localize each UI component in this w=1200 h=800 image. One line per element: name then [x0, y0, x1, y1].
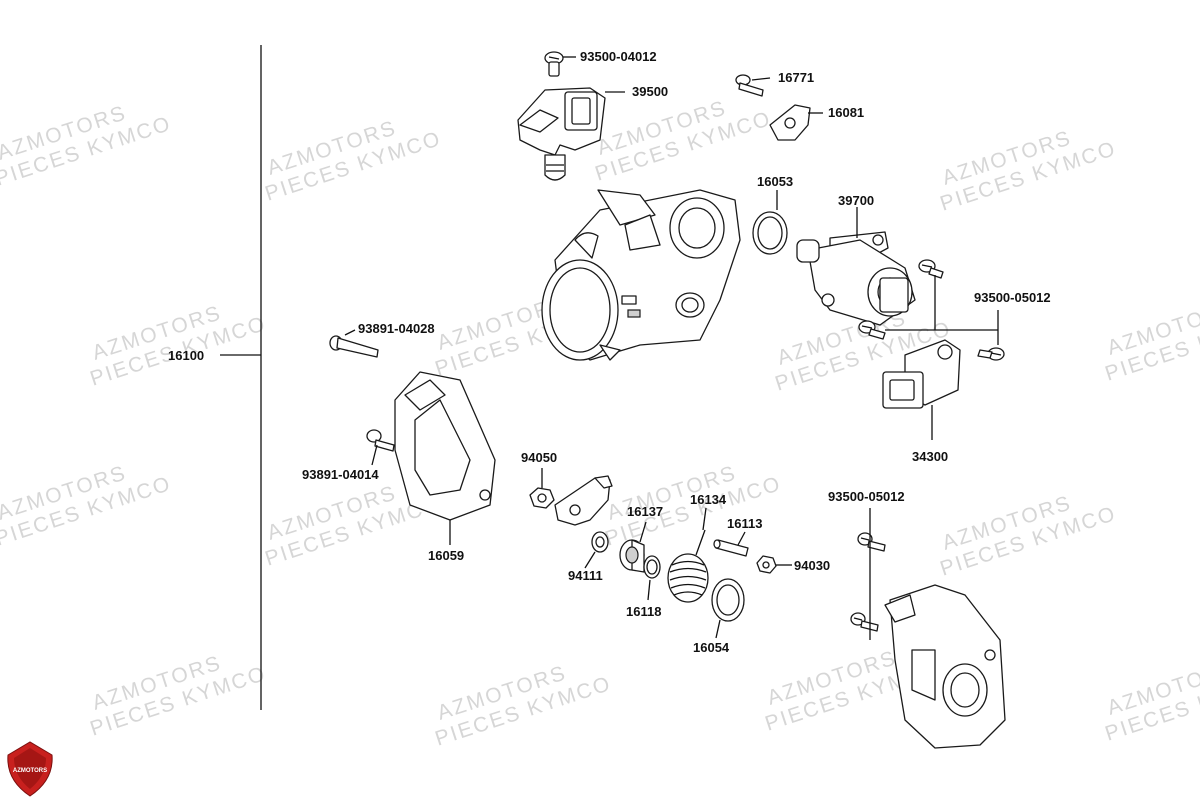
bolt-93891-04028 — [329, 335, 379, 358]
callout-93500-05012-right: 93500-05012 — [974, 290, 1051, 305]
screw-93500-05012-d — [857, 532, 886, 552]
washer-94111 — [591, 531, 609, 553]
callout-94050: 94050 — [521, 450, 557, 465]
callout-93891-04028: 93891-04028 — [358, 321, 435, 336]
o-ring-16054 — [711, 578, 745, 622]
callout-16100: 16100 — [168, 348, 204, 363]
throttle-lever-plate — [554, 475, 613, 526]
o-ring-16053 — [752, 211, 788, 255]
nut-94030 — [756, 555, 777, 574]
screw-93500-05012-b — [858, 320, 886, 340]
assembly-bracket — [220, 45, 262, 710]
bolt-93891-04014 — [366, 429, 395, 452]
map-sensor-39500 — [517, 87, 606, 181]
cover-16059 — [394, 371, 496, 521]
seal-16118 — [643, 555, 661, 579]
callout-16081: 16081 — [828, 105, 864, 120]
collar-16137 — [619, 539, 645, 573]
spring-16134 — [667, 529, 709, 603]
leader-lines — [344, 56, 999, 640]
callout-39700: 39700 — [838, 193, 874, 208]
bolt-16771 — [735, 74, 764, 97]
callout-34300: 34300 — [912, 449, 948, 464]
logo-text: AZMOTORS — [13, 768, 47, 774]
callout-16118: 16118 — [626, 604, 661, 619]
screw-93500-04012-top — [544, 51, 564, 77]
idle-valve-39700 — [796, 231, 916, 326]
lower-housing — [884, 584, 1006, 749]
callout-16137: 16137 — [627, 504, 663, 519]
callout-16053: 16053 — [757, 174, 793, 189]
callout-94030: 94030 — [794, 558, 830, 573]
tps-sensor-34300 — [882, 339, 961, 409]
screw-93500-05012-e — [850, 612, 879, 632]
watermark-layer: AZMOTORS PIECES KYMCO AZMOTORS PIECES KY… — [0, 96, 1200, 750]
callout-labels: 93500-04012 39500 16771 16081 16053 3970… — [168, 49, 1051, 655]
callout-94111: 94111 — [568, 568, 603, 583]
callout-93891-04014: 93891-04014 — [302, 467, 379, 482]
throttle-body-16100 — [541, 189, 741, 361]
callout-16134: 16134 — [690, 492, 727, 507]
screw-93500-05012-c — [977, 347, 1005, 361]
callout-16054: 16054 — [693, 640, 730, 655]
callout-93500-04012-top: 93500-04012 — [580, 49, 657, 64]
pin-16113 — [713, 539, 749, 557]
bracket-16081 — [769, 104, 811, 141]
callout-16771: 16771 — [778, 70, 814, 85]
callout-39500: 39500 — [632, 84, 668, 99]
azmotors-logo: AZMOTORS — [7, 741, 53, 797]
screw-93500-05012-a — [918, 259, 944, 279]
callout-16113: 16113 — [727, 516, 762, 531]
callout-93500-05012-lower: 93500-05012 — [828, 489, 905, 504]
nut-94050 — [529, 487, 555, 509]
callout-16059: 16059 — [428, 548, 464, 563]
